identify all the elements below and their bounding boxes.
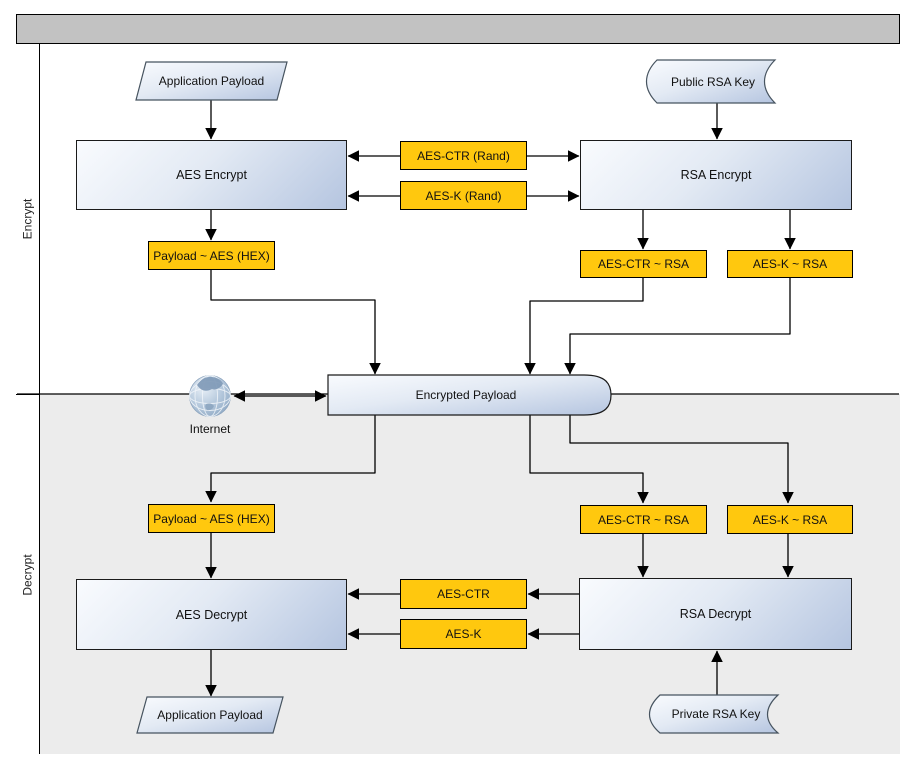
aes-encrypt-node: AES Encrypt bbox=[76, 140, 347, 210]
lane-label-encrypt: Encrypt bbox=[16, 44, 40, 394]
aes-k-rsa-decrypt-tag: AES-K ~ RSA bbox=[727, 505, 853, 534]
encrypt-lane-background bbox=[40, 44, 900, 394]
rsa-encrypt-node: RSA Encrypt bbox=[580, 140, 852, 210]
rsa-decrypt-node: RSA Decrypt bbox=[579, 578, 852, 650]
aes-k-decrypt-tag: AES-K bbox=[400, 619, 527, 649]
aes-ctr-decrypt-tag: AES-CTR bbox=[400, 579, 527, 609]
decrypt-lane-background bbox=[40, 394, 900, 754]
aes-ctr-rand-tag: AES-CTR (Rand) bbox=[400, 141, 527, 170]
aes-k-rsa-encrypt-tag: AES-K ~ RSA bbox=[727, 250, 853, 278]
payload-aes-hex-decrypt-tag: Payload ~ AES (HEX) bbox=[148, 504, 275, 533]
lane-label-encrypt-text: Encrypt bbox=[20, 198, 35, 240]
aes-ctr-rsa-encrypt-tag: AES-CTR ~ RSA bbox=[580, 250, 707, 278]
aes-k-rand-tag: AES-K (Rand) bbox=[400, 181, 527, 210]
aes-ctr-rsa-decrypt-tag: AES-CTR ~ RSA bbox=[580, 505, 707, 534]
lane-label-decrypt-text: Decrypt bbox=[20, 553, 35, 596]
swimlane-header-bar bbox=[16, 14, 900, 44]
payload-aes-hex-encrypt-tag: Payload ~ AES (HEX) bbox=[148, 241, 275, 270]
lane-label-decrypt: Decrypt bbox=[16, 394, 40, 754]
aes-decrypt-node: AES Decrypt bbox=[76, 579, 347, 650]
